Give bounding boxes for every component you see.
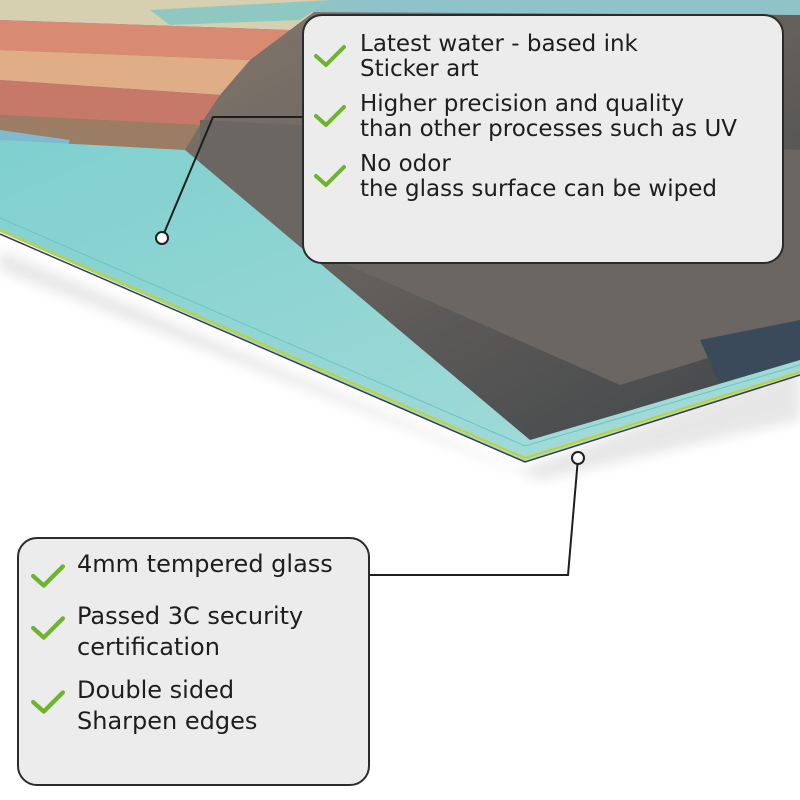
glass-edge [0,140,800,462]
feature-text: Latest water - based ink Sticker art [360,32,638,82]
feature-line: Sharpen edges [77,707,258,735]
feature-item: Double sided Sharpen edges [31,675,356,737]
feature-line: No odor [360,151,451,177]
check-icon [314,165,346,187]
feature-text: No odor the glass surface can be wiped [360,152,717,202]
feature-line: than other processes such as UV [360,116,738,142]
feature-line: Double sided [77,676,235,704]
feature-text: Higher precision and quality than other … [360,92,737,142]
feature-line: Higher precision and quality [360,91,685,117]
feature-line: certification [77,633,220,661]
feature-line: the glass surface can be wiped [360,176,717,202]
feature-text: Passed 3C security certification [77,601,303,663]
feature-text: 4mm tempered glass [77,549,333,580]
top-pointer [155,116,302,245]
check-icon [31,690,65,714]
bottom-pointer [370,451,585,576]
feature-item: Passed 3C security certification [31,601,356,663]
feature-text: Double sided Sharpen edges [77,675,257,737]
feature-line: Latest water - based ink [360,31,638,57]
top-feature-callout: Latest water - based ink Sticker art Hig… [302,14,784,264]
feature-item: 4mm tempered glass [31,549,356,589]
check-icon [31,616,65,640]
check-icon [314,105,346,127]
feature-line: Sticker art [360,56,479,82]
check-icon [31,564,65,588]
feature-item: No odor the glass surface can be wiped [314,152,766,202]
feature-line: 4mm tempered glass [77,550,333,578]
bottom-feature-callout: 4mm tempered glass Passed 3C security ce… [17,537,370,786]
feature-item: Latest water - based ink Sticker art [314,32,766,82]
check-icon [314,45,346,67]
feature-item: Higher precision and quality than other … [314,92,766,142]
feature-line: Passed 3C security [77,602,304,630]
